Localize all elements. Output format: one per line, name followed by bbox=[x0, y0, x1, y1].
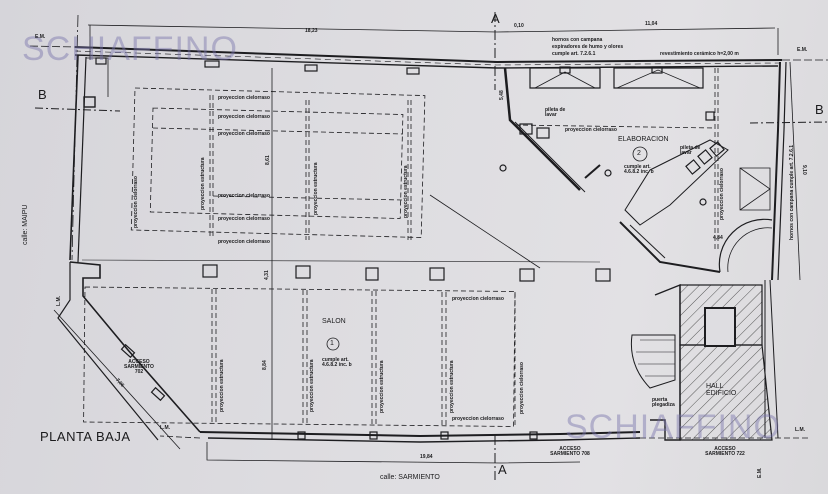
note-cielorraso-4: proyeccion cielorraso bbox=[218, 193, 270, 199]
drawing-title: PLANTA BAJA bbox=[40, 429, 131, 444]
em-marker-right: E.M. bbox=[797, 47, 808, 53]
dim-right: 9,10 bbox=[801, 165, 807, 175]
section-marker-b-left: B bbox=[38, 87, 47, 102]
note-puerta-plegadiza: puerta plegadiza bbox=[652, 397, 675, 408]
dim-top-small: 0,10 bbox=[514, 23, 524, 29]
dim-top-left: 18,23 bbox=[305, 28, 318, 34]
lm-marker-left-upper: L.M. bbox=[56, 296, 62, 306]
note-cielorraso-v3: proyeccion cielorraso bbox=[719, 168, 725, 220]
dim-kitchen-side: 5,48 bbox=[499, 90, 505, 100]
note-cielorraso-1: proyeccion cielorraso bbox=[218, 95, 270, 101]
note-cielorraso-5: proyeccion cielorraso bbox=[218, 216, 270, 222]
note-cielorraso-v1: proyeccion cielorraso bbox=[133, 176, 139, 228]
dim-salon-mid: 8,84 bbox=[262, 360, 268, 370]
street-label-maipu: calle: MAIPU bbox=[22, 204, 29, 245]
note-cielorraso-v2: proyeccion cielorraso bbox=[519, 362, 525, 414]
room-number-elaboracion: 2 bbox=[637, 150, 641, 157]
dim-bottom: 19,84 bbox=[420, 454, 433, 460]
note-cielorraso-7: proyeccion cielorraso bbox=[452, 296, 504, 302]
note-right-wall: hornos con campana cumple art. 7.2.6.1 bbox=[789, 144, 795, 240]
room-name-hall-edificio: HALL EDIFICIO bbox=[706, 383, 737, 397]
note-estructura-v1: proyeccion estructura bbox=[200, 157, 206, 210]
lm-marker-left-lower: L.M. bbox=[160, 425, 170, 431]
room-note-elaboracion: cumple art. 4.6.8.2 inc. b bbox=[624, 164, 654, 175]
street-label-sarmiento: calle: SARMIENTO bbox=[380, 474, 440, 481]
watermark-bottom: SCHIAFFINO bbox=[565, 408, 781, 446]
note-cielorraso-kitchen: proyeccion cielorraso bbox=[565, 127, 617, 133]
dim-salon-upper: 8,61 bbox=[265, 155, 271, 165]
note-acceso-722: ACCESO SARMIENTO 722 bbox=[705, 446, 745, 457]
note-estructura-v4: proyeccion estructura bbox=[219, 359, 225, 412]
room-note-salon: cumple art. 4.6.8.2 inc. b bbox=[322, 357, 352, 368]
note-cielorraso-2: proyeccion cielorraso bbox=[218, 114, 270, 120]
watermark-top: SCHIAFFINO bbox=[22, 30, 238, 68]
em-marker-left: E.M. bbox=[35, 34, 46, 40]
lm-marker-right: L.M. bbox=[795, 427, 805, 433]
section-marker-b-right: B bbox=[815, 102, 824, 117]
note-pileta-1: pileta de lavar bbox=[545, 107, 566, 118]
section-marker-a-bottom: A bbox=[498, 462, 507, 477]
note-cielorraso-6: proyeccion cielorraso bbox=[218, 239, 270, 245]
room-name-elaboracion: ELABORACION bbox=[618, 136, 669, 143]
note-estructura-v3: proyeccion estructura bbox=[403, 165, 409, 218]
dim-elab-small: 4,84 bbox=[713, 235, 723, 241]
note-hornos-2: expiradores de humo y olores bbox=[552, 44, 624, 50]
note-pileta-2: pileta de lavar bbox=[680, 145, 701, 156]
note-estructura-v7: proyeccion estructura bbox=[449, 360, 455, 413]
note-acceso-702: ACCESO SARMIENTO 702 bbox=[124, 359, 154, 375]
note-estructura-v6: proyeccion estructura bbox=[379, 360, 385, 413]
note-estructura-v5: proyeccion estructura bbox=[309, 359, 315, 412]
note-cielorraso-8: proyeccion cielorraso bbox=[452, 416, 504, 422]
room-number-salon: 1 bbox=[330, 340, 334, 347]
room-name-salon: SALON bbox=[322, 318, 346, 325]
em-marker-bottom-right: E.M. bbox=[757, 467, 763, 478]
section-marker-a-top: A bbox=[491, 11, 500, 26]
dim-hall-small: 4,31 bbox=[264, 270, 270, 280]
note-hornos: hornos con campana bbox=[552, 37, 603, 43]
note-estructura-v2: proyeccion estructura bbox=[313, 162, 319, 215]
dim-top-right: 11,04 bbox=[645, 21, 658, 27]
note-cielorraso-3: proyeccion cielorraso bbox=[218, 131, 270, 137]
note-revestimiento: revestimiento cerámico h=2,00 m bbox=[660, 51, 739, 57]
note-acceso-708: ACCESO SARMIENTO 708 bbox=[550, 446, 590, 457]
note-hornos-3: cumple art. 7.2.6.1 bbox=[552, 51, 596, 57]
